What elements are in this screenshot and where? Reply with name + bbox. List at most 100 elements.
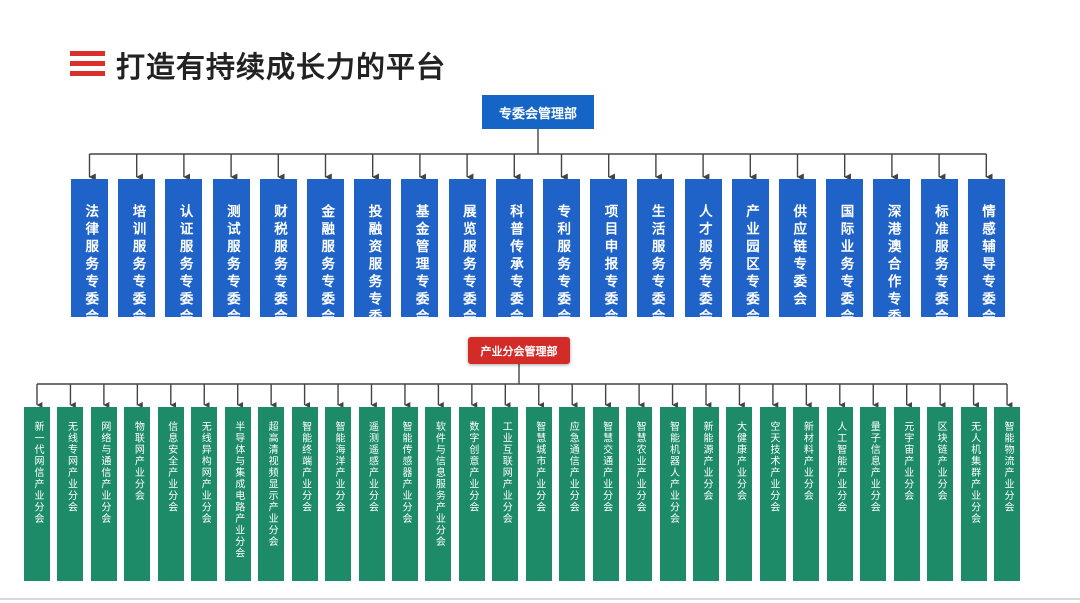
committee-box: 财税服务专委会: [259, 179, 297, 317]
committee-label: 法律服务专委会: [82, 204, 99, 317]
branch-box: 网络与通信产业分会: [90, 407, 117, 581]
committee-label: 认证服务专委会: [176, 204, 193, 317]
menu-bars-icon: [70, 51, 105, 77]
branch-box: 人工智能产业分会: [826, 407, 853, 581]
branch-box: 智慧交通产业分会: [592, 407, 619, 581]
branch-label: 智能机器人产业分会: [667, 421, 679, 525]
committee-box: 专利服务专委会: [543, 179, 580, 317]
branch-box: 大健康产业分会: [726, 407, 753, 581]
branch-label: 网络与通信产业分会: [98, 421, 110, 525]
branch-label: 无线异构网产业分会: [199, 421, 211, 525]
branch-box: 无线异构网产业分会: [191, 407, 218, 581]
committee-label: 展览服务专委会: [459, 204, 476, 317]
page-title: 打造有持续成长力的平台: [116, 50, 447, 84]
branch-box: 智能传感器产业分会: [391, 407, 418, 581]
bottom-divider: [0, 598, 1080, 600]
branch-box: 智慧农业产业分会: [626, 407, 653, 581]
branch-label: 新能源产业分会: [701, 421, 712, 502]
committee-box: 生活服务专委会: [637, 179, 675, 317]
committee-label: 投融资服务专委会: [365, 204, 382, 317]
committee-box: 投融资服务专委会: [354, 179, 392, 317]
committee-label: 专利服务专委会: [554, 204, 571, 317]
branch-box: 遥测遥感产业分会: [358, 407, 385, 581]
branch-label: 智慧农业产业分会: [634, 421, 646, 513]
branch-box: 物联网产业分会: [124, 407, 151, 581]
branch-label: 无线专网产业分会: [65, 421, 77, 513]
committee-management-box: 专委会管理部: [482, 95, 594, 129]
committee-label: 基金管理专委会: [412, 204, 429, 317]
branch-connectors: [36, 364, 1013, 408]
branch-label: 遥测遥感产业分会: [366, 421, 378, 513]
branch-label: 量子信息产业分会: [868, 421, 880, 513]
committee-box: 培训服务专委会: [118, 179, 156, 317]
branch-label: 智慧城市产业分会: [533, 421, 545, 513]
branch-box: 工业互联网产业分会: [492, 407, 519, 581]
committee-box: 国际业务专委会: [826, 179, 864, 317]
branch-label: 应急通信产业分会: [567, 421, 579, 513]
branch-box: 新能源产业分会: [693, 407, 719, 581]
branch-box: 区块链产业分会: [927, 407, 954, 581]
branch-label: 人工智能产业分会: [834, 421, 846, 513]
branch-box: 智慧城市产业分会: [525, 407, 552, 581]
committee-box: 认证服务专委会: [165, 179, 203, 317]
branch-box: 智能机器人产业分会: [659, 407, 686, 581]
committee-label: 测试服务专委会: [223, 204, 240, 317]
branch-label: 数字创意产业分会: [466, 421, 478, 513]
branch-label: 智能终端产业分会: [299, 421, 311, 513]
committee-label: 科普传承专委会: [507, 204, 524, 317]
committee-box: 人才服务专委会: [684, 179, 722, 317]
committee-box: 项目申报专委会: [590, 179, 628, 317]
branch-box: 软件与信息服务产业分会: [425, 407, 452, 581]
committee-box: 基金管理专委会: [401, 179, 439, 317]
committee-label: 情感辅导专委会: [979, 204, 996, 317]
branch-box: 新材料产业分会: [793, 407, 820, 581]
branch-box: 应急通信产业分会: [559, 407, 586, 581]
committee-label: 标准服务专委会: [931, 204, 948, 317]
branch-label: 无人机集群产业分会: [968, 421, 980, 525]
branch-box: 空天技术产业分会: [759, 407, 786, 581]
committee-label: 国际业务专委会: [837, 204, 854, 317]
committee-box: 情感辅导专委会: [967, 179, 1005, 317]
branch-box: 新一代网信产业分会: [24, 407, 50, 581]
branch-box: 智能物流产业分会: [994, 407, 1021, 581]
committee-box: 法律服务专委会: [71, 179, 108, 317]
branch-label: 工业互联网产业分会: [500, 421, 512, 525]
branch-box: 半导体与集成电路产业分会: [224, 407, 251, 581]
committee-label: 财税服务专委会: [271, 204, 288, 317]
branch-label: 超高清视频显示产业分会: [266, 421, 278, 548]
committee-box: 标准服务专委会: [920, 179, 958, 317]
branch-box: 超高清视频显示产业分会: [258, 407, 285, 581]
branch-box: 元宇宙产业分会: [893, 407, 920, 581]
branch-label: 智能传感器产业分会: [399, 421, 411, 525]
branch-label: 软件与信息服务产业分会: [433, 421, 445, 548]
committee-box: 供应链专委会: [779, 179, 816, 317]
branch-label: 智能海洋产业分会: [333, 421, 345, 513]
branch-box: 量子信息产业分会: [860, 407, 887, 581]
committee-connectors: [88, 129, 993, 181]
branch-box: 信息安全产业分会: [157, 407, 184, 581]
branch-label: 智能物流产业分会: [1002, 421, 1014, 513]
committee-box: 测试服务专委会: [212, 179, 250, 317]
committee-label: 深港澳合作专委会: [884, 204, 901, 317]
branch-box: 无人机集群产业分会: [960, 407, 987, 581]
committee-box: 展览服务专委会: [448, 179, 486, 317]
branch-box: 无线专网产业分会: [57, 407, 84, 581]
branch-box: 数字创意产业分会: [458, 407, 485, 581]
branch-label: 元宇宙产业分会: [901, 421, 913, 502]
branch-label: 信息安全产业分会: [165, 421, 177, 513]
branch-box: 智能海洋产业分会: [325, 407, 352, 581]
branch-box: 智能终端产业分会: [291, 407, 318, 581]
committee-label: 培训服务专委会: [129, 204, 146, 317]
committee-label: 人才服务专委会: [695, 204, 712, 317]
committee-label: 生活服务专委会: [648, 204, 665, 317]
committee-box: 金融服务专委会: [307, 179, 344, 317]
branch-label: 新材料产业分会: [801, 421, 813, 502]
branch-label: 新一代网信产业分会: [32, 421, 43, 525]
committee-label: 供应链专委会: [790, 204, 807, 309]
committee-label: 产业园区专委会: [743, 204, 760, 317]
branch-label: 物联网产业分会: [132, 421, 144, 502]
committee-label: 项目申报专委会: [601, 204, 618, 317]
branch-label: 大健康产业分会: [734, 421, 746, 502]
branch-label: 区块链产业分会: [935, 421, 947, 502]
